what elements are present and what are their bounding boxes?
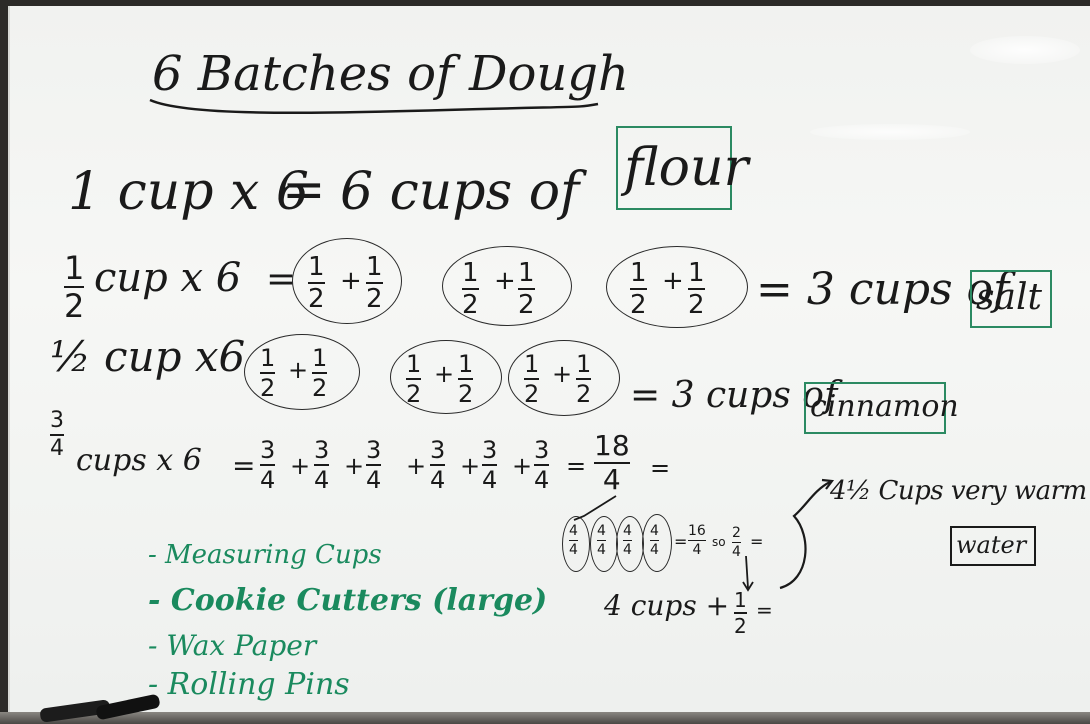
supply-item-rolling-pins: - Rolling Pins [148, 667, 350, 702]
water-box [950, 526, 1036, 566]
water-item: water [956, 531, 1027, 559]
water-check [573, 495, 617, 521]
cinnamon-g1-plus: + [288, 356, 309, 384]
supply-item-wax-paper: - Wax Paper [148, 629, 317, 662]
cinnamon-group-1 [244, 334, 360, 410]
whiteboard: 6 Batches of Dough 1 cup x 6 = 6 cups of… [8, 6, 1090, 714]
salt-lhs-text: cup x 6 [94, 255, 242, 301]
water-eq: = [232, 449, 256, 482]
water-circle-1 [562, 516, 590, 572]
salt-item: salt [976, 277, 1042, 318]
water-plus-1: + [290, 452, 311, 480]
salt-g3-plus: + [662, 266, 684, 296]
supply-item-measuring-cups: - Measuring Cups [148, 540, 382, 570]
water-half-eq: = [756, 598, 773, 622]
salt-eq: = [266, 259, 297, 300]
water-lhs-text: cups x 6 [76, 443, 202, 478]
cinnamon-lhs: ½ cup x6 [50, 332, 246, 381]
salt-group-3 [606, 246, 748, 328]
water-circle-4 [642, 514, 672, 572]
title-underline [149, 98, 599, 115]
water-so: so [712, 535, 726, 549]
cinnamon-g2-plus: + [434, 360, 455, 388]
water-line2: 4 cups + [604, 589, 730, 622]
cinnamon-group-2 [390, 340, 502, 414]
water-plus-3: + [406, 452, 427, 480]
cinnamon-g3-plus: + [552, 360, 573, 388]
water-plus-4: + [460, 452, 481, 480]
flour-box [616, 126, 732, 210]
water-plus-5: + [512, 452, 533, 480]
flour-rhs: 6 cups of [340, 162, 580, 222]
water-rem-eq: = [750, 532, 764, 551]
title: 6 Batches of Dough [152, 46, 629, 102]
cinnamon-group-3 [508, 340, 620, 416]
salt-lhs-frac: 1 2 [64, 249, 85, 325]
salt-rhs: = 3 cups of [756, 264, 1010, 315]
water-plus-2: + [344, 452, 365, 480]
salt-box [970, 270, 1052, 328]
water-down-arrow [742, 555, 754, 592]
water-arrow [779, 478, 835, 590]
flour-eq: = [282, 160, 326, 220]
cinnamon-box [804, 382, 946, 434]
water-eq-2: = [566, 452, 587, 480]
marker-tray [0, 712, 1090, 724]
salt-group-1 [292, 238, 402, 324]
water-answer: 4½ Cups very warm [830, 476, 1087, 506]
water-eq-3: = [650, 454, 671, 482]
salt-g2-plus: + [494, 266, 516, 296]
glare-spot [970, 36, 1080, 64]
salt-g1-plus: + [340, 266, 362, 296]
flour-item: flour [624, 138, 749, 198]
salt-group-2 [442, 246, 572, 326]
cinnamon-rhs: = 3 cups of [630, 375, 838, 416]
flour-lhs: 1 cup x 6 [68, 162, 309, 222]
supply-item-cookie-cutters: - Cookie Cutters (large) [148, 583, 548, 618]
cinnamon-item: cinnamon [810, 389, 959, 424]
water-sum-eq: = [674, 532, 688, 551]
glare-spot [810, 124, 970, 140]
